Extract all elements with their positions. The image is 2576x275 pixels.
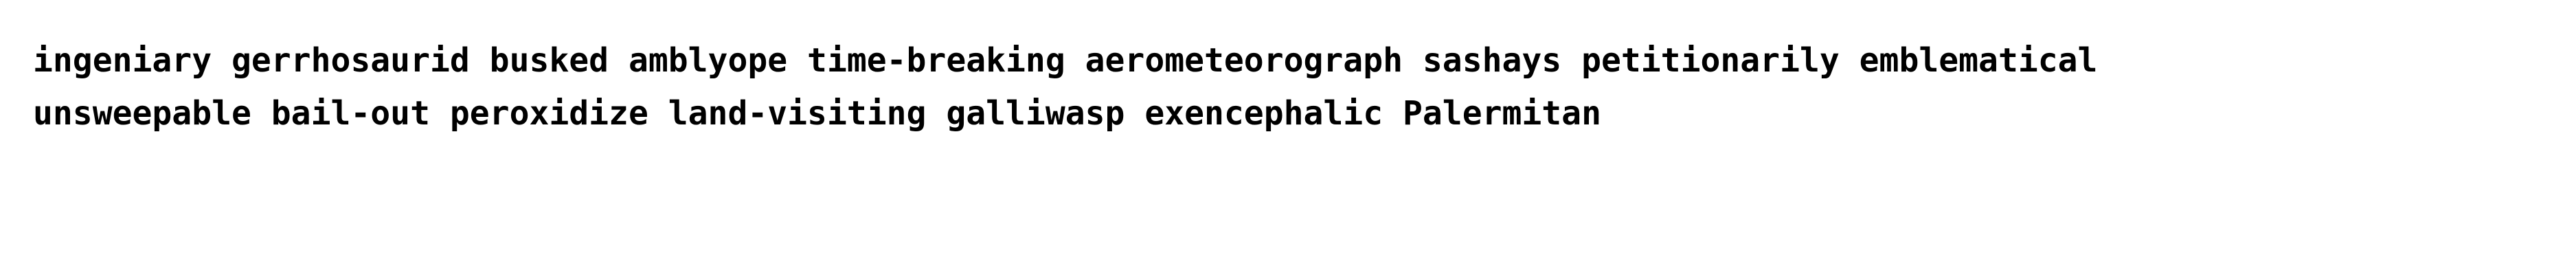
text-line-1: ingeniary gerrhosaurid busked amblyope t… <box>33 41 2098 80</box>
text-line-2: unsweepable bail-out peroxidize land-vis… <box>33 94 1601 133</box>
text-block: ingeniary gerrhosaurid busked amblyope t… <box>33 34 2540 140</box>
